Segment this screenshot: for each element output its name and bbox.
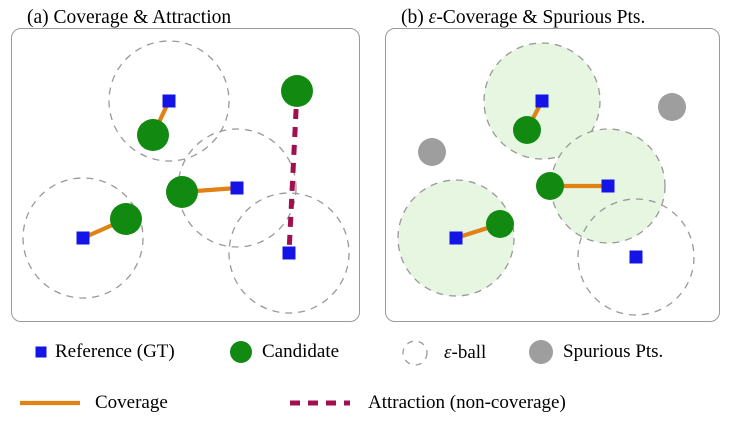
cand-a-top (137, 119, 169, 151)
ref-b-bottom-right (629, 250, 643, 264)
epsilon-ball-ref-b-bottom-right (577, 198, 695, 316)
legend-spurious-label: Spurious Pts. (563, 341, 664, 362)
panel-a-title: (a) Coverage & Attraction (23, 8, 236, 28)
cand-b-left (486, 210, 514, 238)
panel-a-frame (11, 28, 360, 322)
panel-b-frame (385, 28, 720, 322)
spurious-b-left (418, 138, 446, 166)
panel-a-content (22, 40, 350, 314)
green-circle-icon (230, 341, 252, 363)
panel-b-title-epsilon: ε (428, 7, 437, 28)
legend-epsilon-symbol: ε (444, 342, 452, 363)
ref-a-bottom-right (282, 246, 296, 260)
panel-b-title-prefix: (b) (401, 7, 429, 28)
ref-b-left (449, 231, 463, 245)
legend-reference-label: Reference (GT) (55, 341, 175, 362)
legend-candidate-label: Candidate (262, 341, 340, 362)
cand-a-far (281, 75, 313, 107)
cand-a-left (110, 203, 142, 235)
panel-b-title-suffix: -Coverage & Spurious Pts. (436, 7, 646, 28)
legend-epsilon-ball-label: ε-ball (444, 343, 486, 362)
ref-b-top (535, 94, 549, 108)
gray-circle-icon (529, 340, 553, 364)
spurious-b-right (658, 93, 686, 121)
cand-b-top (513, 116, 541, 144)
dashed-circle-icon (402, 340, 428, 366)
legend-epsilon-suffix: -ball (451, 342, 487, 363)
epsilon-ball-ref-a-top (108, 40, 230, 162)
panel-b-content (397, 42, 695, 316)
panel-b-title: (b) ε-Coverage & Spurious Pts. (397, 7, 650, 28)
ref-b-middle (601, 179, 615, 193)
attraction-a-far (286, 90, 300, 254)
ref-a-middle (230, 181, 244, 195)
cand-b-middle (536, 172, 564, 200)
ref-a-top (162, 94, 176, 108)
cand-a-middle (166, 176, 198, 208)
blue-square-icon (35, 346, 47, 358)
epsilon-ball-ref-a-bottom-right (228, 192, 350, 314)
legend-attraction-label: Attraction (non-coverage) (368, 392, 566, 413)
epsilon-ball-ref-a-left (22, 177, 144, 299)
legend-coverage-label: Coverage (95, 392, 168, 413)
ref-a-left (76, 231, 90, 245)
